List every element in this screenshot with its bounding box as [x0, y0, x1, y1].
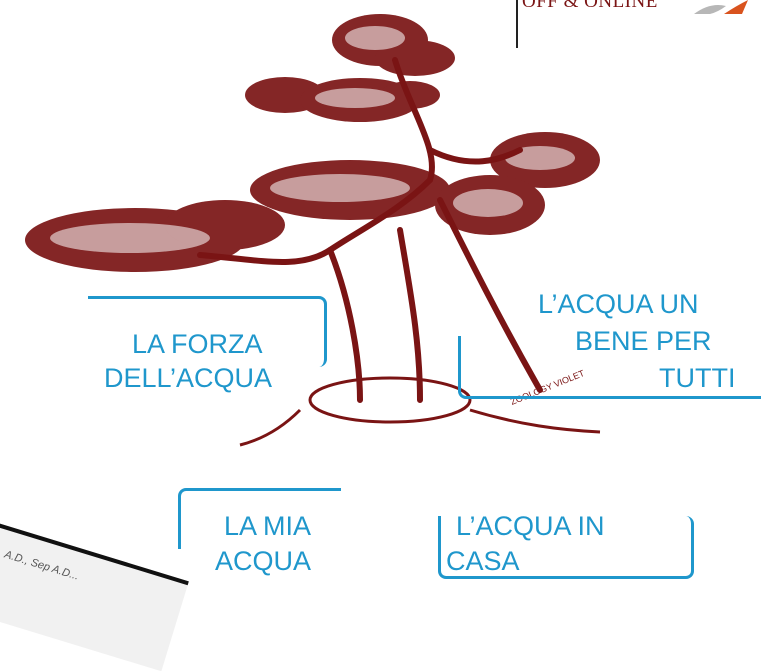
label-bene-2: BENE PER [575, 325, 712, 357]
label-casa-1: L’ACQUA IN [456, 510, 605, 542]
label-forza-line2-wrap: DELL’ACQUA [104, 362, 272, 394]
label-mia-1: LA MIA [224, 510, 311, 542]
label-forza: LA FORZA [132, 328, 263, 360]
poster-canvas: OFF & ONLINE [0, 0, 765, 581]
label-forza-line2: DELL’ACQUA [104, 362, 272, 394]
paper-scrap-text: A.D., Sep A.D... [3, 549, 80, 583]
label-mia-2: ACQUA [215, 545, 311, 577]
label-casa-2: CASA [446, 545, 520, 577]
label-forza-line1: LA FORZA [132, 328, 263, 360]
label-bene-1: L’ACQUA UN [538, 288, 699, 320]
label-bene-3: TUTTI [659, 362, 735, 394]
